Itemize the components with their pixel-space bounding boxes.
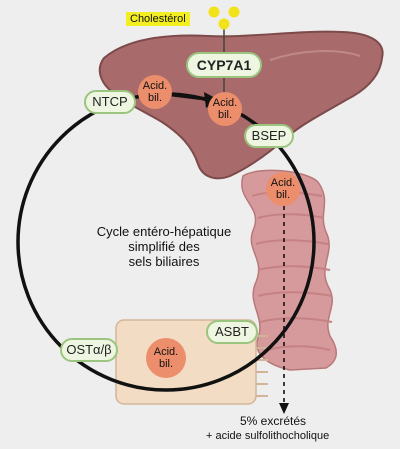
- cycle-title-line1: Cycle entéro-hépatique: [96, 224, 232, 239]
- excreted-sublabel: + acide sulfolithocholique: [206, 430, 330, 442]
- microvilli: [256, 335, 268, 397]
- bile-acid-in-enterocyte: Acid. bil.: [146, 338, 186, 378]
- bile-acid-in-intestine: Acid. bil.: [266, 172, 300, 206]
- transporter-asbt: ASBT: [206, 320, 258, 344]
- bile-acid-line2: bil.: [147, 92, 163, 104]
- bile-acid-line1: Acid.: [153, 346, 179, 358]
- bile-acid-line1: Acid.: [212, 97, 238, 109]
- bile-acid-line2: bil.: [217, 109, 233, 121]
- cycle-title-line3: sels biliaires: [128, 254, 200, 269]
- cycle-title-line2: simplifié des: [128, 239, 200, 254]
- liver-highlight: [269, 50, 361, 61]
- cholesterol-label: Cholestérol: [126, 12, 190, 26]
- bile-acid-line1: Acid.: [270, 177, 296, 189]
- bile-acid-near-ntcp: Acid. bil.: [138, 75, 172, 109]
- cholesterol-molecule-dot: [228, 6, 240, 18]
- excreted-label: 5% excrétés: [240, 414, 307, 428]
- bile-acid-line1: Acid.: [142, 80, 168, 92]
- transporter-ntcp: NTCP: [84, 90, 136, 114]
- excretion-arrowhead: [279, 403, 289, 414]
- bile-acid-in-liver: Acid. bil.: [208, 92, 242, 126]
- cholesterol-molecule-dot: [218, 18, 230, 30]
- cholesterol-molecule-dot: [208, 6, 220, 18]
- bile-acid-line2: bil.: [275, 189, 291, 201]
- transporter-bsep: BSEP: [244, 124, 294, 148]
- bile-acid-line2: bil.: [158, 358, 174, 370]
- transporter-ost: OSTα/β: [60, 338, 118, 362]
- cyp7a1-enzyme: CYP7A1: [186, 52, 262, 78]
